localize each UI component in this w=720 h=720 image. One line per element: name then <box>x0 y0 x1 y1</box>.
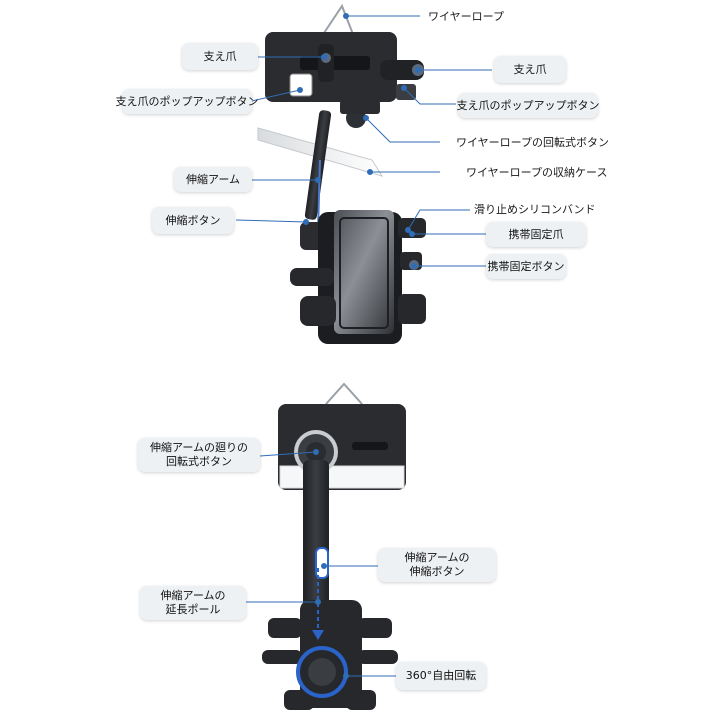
arm-rotary-button-line2: 回転式ボタン <box>166 455 232 468</box>
telescopic-button-label: 伸縮ボタン <box>152 207 234 234</box>
rotation-360-label: 360°自由回転 <box>396 662 486 690</box>
arm-extension-pole-line1: 伸縮アームの <box>160 589 226 602</box>
arm-rotary-button-line1: 伸縮アームの廻りの <box>149 441 248 454</box>
arm-telescopic-button-line1: 伸縮アームの <box>404 551 470 564</box>
bottom-device-illustration <box>262 382 406 710</box>
support-claw-left-label: 支え爪 <box>182 43 258 70</box>
arm-telescopic-button-line2: 伸縮ボタン <box>409 565 465 578</box>
wire-storage-case-label: ワイヤーロープの収納ケース <box>466 166 608 179</box>
arm-telescopic-button-label: 伸縮アームの 伸縮ボタン <box>378 548 496 582</box>
phone-claw-label: 携帯固定爪 <box>486 222 586 247</box>
arm-extension-pole-label: 伸縮アームの 延長ポール <box>140 586 246 620</box>
wire-rotary-button-label: ワイヤーロープの回転式ボタン <box>456 136 610 149</box>
popup-button-right-label: 支え爪のポップアップボタン <box>457 93 600 118</box>
arm-extension-pole-line2: 延長ポール <box>165 603 221 616</box>
support-claw-right-label: 支え爪 <box>494 56 566 83</box>
popup-button-left-label: 支え爪のポップアップボタン <box>116 89 259 114</box>
phone-fix-button-label: 携帯固定ボタン <box>486 254 566 279</box>
non-slip-silicone-band-label: 滑り止めシリコンバンド <box>474 203 596 216</box>
telescopic-arm-shape <box>304 110 332 220</box>
telescopic-arm-label: 伸縮アーム <box>174 167 252 192</box>
arm-rotary-button-label: 伸縮アームの廻りの 回転式ボタン <box>138 438 260 472</box>
wire-rope-shape <box>317 3 357 43</box>
support-claw-right-shape <box>380 60 424 80</box>
phone-claw-shape <box>398 218 426 238</box>
wire-rope-label: ワイヤーロープ <box>428 10 505 23</box>
